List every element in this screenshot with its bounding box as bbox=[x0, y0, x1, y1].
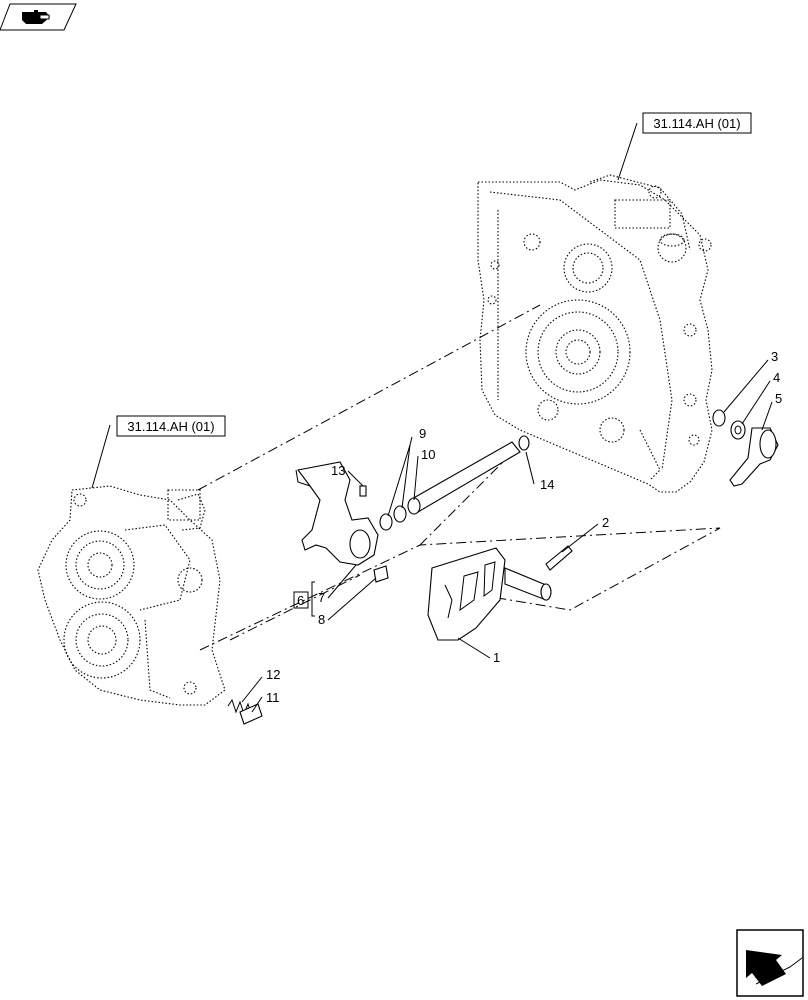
kit-box-6 bbox=[293, 591, 309, 609]
kit-icon[interactable] bbox=[0, 3, 77, 31]
callout-10: 10 bbox=[421, 447, 435, 462]
washer-part-4[interactable] bbox=[730, 420, 746, 440]
ring-part-10[interactable] bbox=[393, 505, 407, 523]
o-ring-part-14[interactable] bbox=[518, 435, 530, 451]
selector-rod[interactable] bbox=[407, 441, 521, 515]
ring-part-9[interactable] bbox=[379, 513, 393, 531]
callout-8: 8 bbox=[318, 612, 325, 627]
selector-plate-part-1[interactable] bbox=[427, 547, 552, 641]
reference-label-top-right: 31.114.AH (01) bbox=[653, 116, 740, 131]
callout-numbers: 1 2 3 4 5 6 7 8 9 10 11 12 13 14 bbox=[266, 349, 782, 705]
screw-part-13[interactable] bbox=[359, 485, 367, 497]
callout-4: 4 bbox=[773, 370, 780, 385]
o-ring-part-3[interactable] bbox=[712, 409, 726, 427]
pin-part-8[interactable] bbox=[373, 565, 389, 583]
rear-housing-reference bbox=[477, 174, 713, 493]
detent-part-11[interactable] bbox=[239, 703, 263, 725]
lever-part-5[interactable] bbox=[729, 427, 779, 487]
leader-lines bbox=[91, 122, 773, 713]
callout-7: 7 bbox=[318, 590, 325, 605]
callout-11: 11 bbox=[266, 690, 280, 705]
callout-6: 6 bbox=[297, 593, 304, 608]
callout-5: 5 bbox=[775, 391, 782, 406]
callout-1: 1 bbox=[493, 650, 500, 665]
front-housing-reference bbox=[37, 485, 226, 706]
pin-part-2[interactable] bbox=[545, 545, 573, 571]
callout-12: 12 bbox=[266, 667, 280, 682]
reference-label-left: 31.114.AH (01) bbox=[127, 419, 214, 434]
callout-2: 2 bbox=[602, 515, 609, 530]
reference-box-top-right[interactable]: 31.114.AH (01) bbox=[642, 112, 752, 134]
spring-part-12[interactable] bbox=[227, 698, 251, 716]
navigation-arrow-icon[interactable] bbox=[736, 929, 804, 997]
callout-14: 14 bbox=[540, 477, 554, 492]
callout-3: 3 bbox=[771, 349, 778, 364]
shift-fork-part-7[interactable] bbox=[295, 461, 379, 566]
callout-9: 9 bbox=[419, 426, 426, 441]
reference-box-left[interactable]: 31.114.AH (01) bbox=[116, 415, 226, 437]
callout-13: 13 bbox=[331, 463, 345, 478]
